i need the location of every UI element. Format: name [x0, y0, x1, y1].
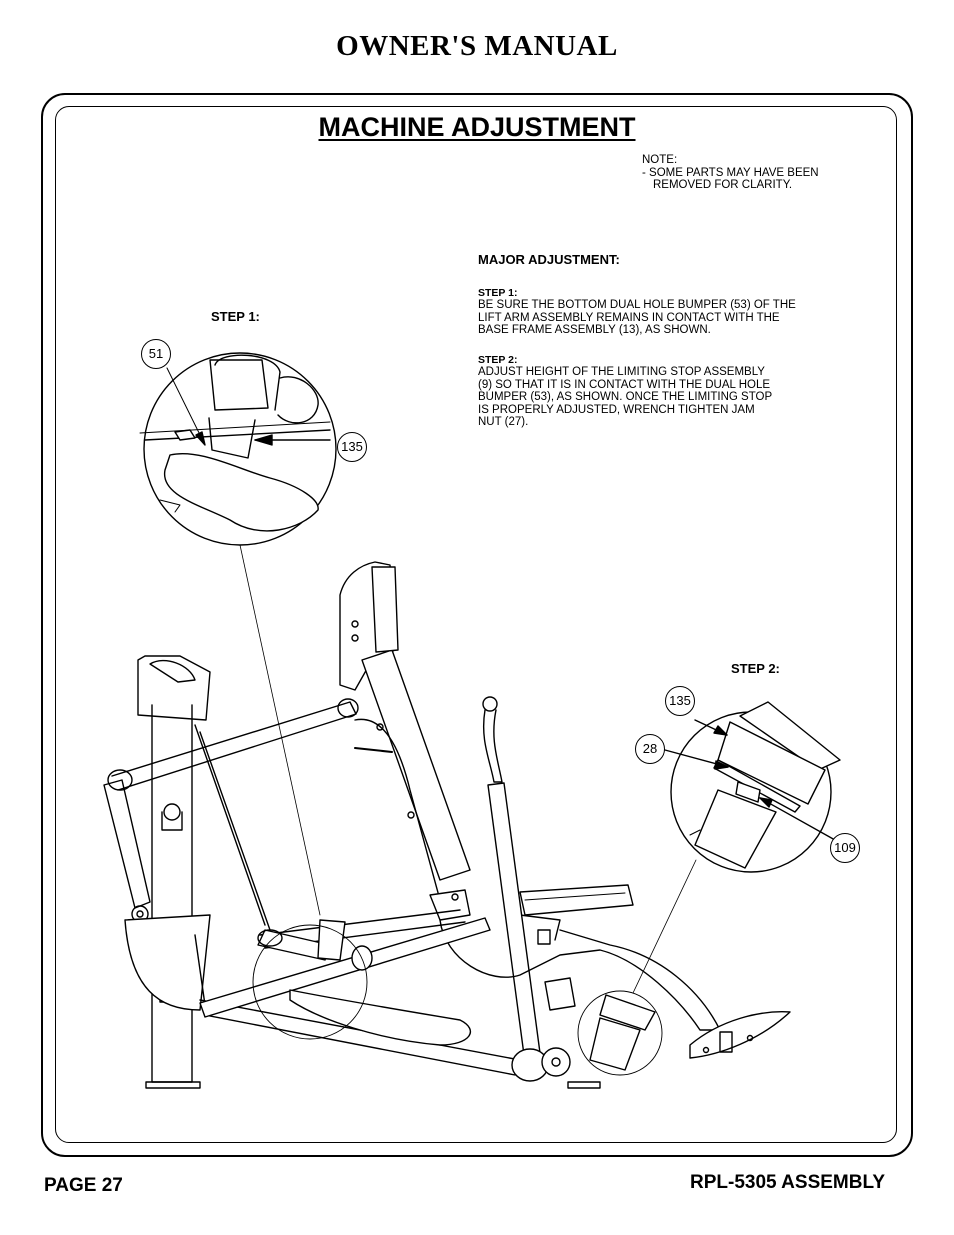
- section-title-text: MACHINE ADJUSTMENT: [318, 112, 636, 142]
- step1-line: BE SURE THE BOTTOM DUAL HOLE BUMPER (53)…: [478, 299, 796, 311]
- callout-109: 109: [830, 833, 860, 863]
- step1-line: LIFT ARM ASSEMBLY REMAINS IN CONTACT WIT…: [478, 311, 780, 324]
- manual-title: OWNER'S MANUAL: [336, 30, 618, 62]
- note-block: NOTE: - SOME PARTS MAY HAVE BEEN REMOVED…: [642, 154, 819, 192]
- page-border-inner: [55, 106, 897, 1143]
- step2-line: BUMPER (53), AS SHOWN. ONCE THE LIMITING…: [478, 391, 773, 403]
- step1-heading: STEP 1:: [478, 287, 518, 299]
- machine-main-view: [103, 561, 791, 1089]
- model-assembly-label: RPL-5305 ASSEMBLY: [690, 1172, 885, 1193]
- note-heading: NOTE:: [642, 154, 678, 166]
- step1-detail-view: [139, 352, 337, 546]
- callout-135-step2: 135: [665, 686, 695, 716]
- page-border-outer: [41, 93, 913, 1157]
- major-adjustment-heading: MAJOR ADJUSTMENT:: [478, 252, 620, 267]
- step1-line: BASE FRAME ASSEMBLY (13), AS SHOWN.: [478, 324, 711, 336]
- note-line: - SOME PARTS MAY HAVE BEEN: [642, 166, 819, 179]
- page-number: PAGE 27: [44, 1175, 123, 1196]
- step1-text: BE SURE THE BOTTOM DUAL HOLE BUMPER (53)…: [478, 299, 838, 337]
- step2-line: (9) SO THAT IT IS IN CONTACT WITH THE DU…: [478, 378, 771, 391]
- step2-detail-view: [664, 701, 841, 873]
- step2-line: NUT (27).: [478, 416, 529, 428]
- diagram-step1-label: STEP 1:: [211, 309, 260, 324]
- callout-28: 28: [635, 734, 665, 764]
- step2-heading: STEP 2:: [478, 354, 518, 366]
- step2-line: IS PROPERLY ADJUSTED, WRENCH TIGHTEN JAM: [478, 403, 755, 416]
- step2-line: ADJUST HEIGHT OF THE LIMITING STOP ASSEM…: [478, 366, 765, 378]
- callout-51: 51: [141, 339, 171, 369]
- diagram-step2-label: STEP 2:: [731, 661, 780, 676]
- note-line: REMOVED FOR CLARITY.: [653, 179, 793, 191]
- callout-135-step1: 135: [337, 432, 367, 462]
- step2-text: ADJUST HEIGHT OF THE LIMITING STOP ASSEM…: [478, 366, 838, 429]
- section-title: MACHINE ADJUSTMENT: [0, 112, 954, 143]
